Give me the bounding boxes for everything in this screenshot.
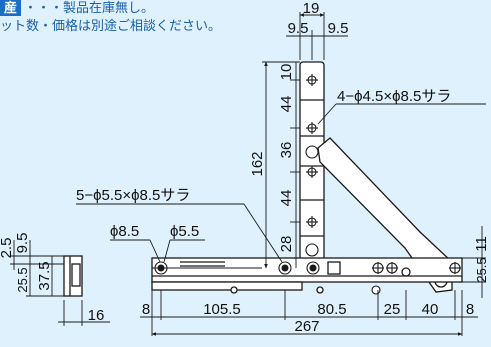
dimension-labels: 19 9.5 9.5 10 44 36 44 28 162 11 25.5 2.…: [0, 0, 490, 335]
callout-holes-lower: 5−ϕ5.5×ϕ8.5サラ: [76, 187, 190, 204]
dimension-lines: [10, 12, 486, 336]
notes-banner: 産・・・製品在庫無し。 ット数・価格は別途ご相談ください。: [0, 0, 300, 34]
dim-v-44a: 44: [278, 96, 295, 113]
dim-side-25-5: 25.5: [15, 267, 30, 292]
dim-top-width: 19: [303, 0, 320, 17]
callout-dia-8-5: ϕ8.5: [110, 223, 139, 240]
stock-tag: 産: [0, 0, 22, 16]
dim-v-10: 10: [278, 64, 295, 81]
dim-b-267: 267: [294, 318, 319, 335]
dim-b-8-left: 8: [142, 301, 150, 318]
dim-side-2-5: 2.5: [0, 238, 15, 259]
note-text-1: ・・・製品在庫無し。: [24, 0, 155, 15]
dim-top-left: 9.5: [288, 20, 309, 37]
note-text-2: ット数・価格は別途ご相談ください。: [0, 18, 222, 33]
vertical-arm: [299, 61, 325, 268]
dim-v-28: 28: [278, 236, 295, 253]
dim-b-105-5: 105.5: [203, 301, 241, 318]
callout-dia-5-5: ϕ5.5: [170, 223, 199, 240]
horizontal-rail: [151, 257, 463, 294]
side-profile: [63, 255, 83, 297]
dim-b-25: 25: [384, 301, 401, 318]
callout-holes-upper: 4−ϕ4.5×ϕ8.5サラ: [337, 88, 451, 105]
dim-top-right: 9.5: [328, 20, 349, 37]
dim-side-9-5: 9.5: [14, 233, 31, 254]
dim-right-11: 11: [473, 236, 490, 252]
dim-side-16: 16: [88, 307, 105, 324]
dim-b-40: 40: [422, 301, 439, 318]
dim-side-37-5: 37.5: [36, 261, 53, 290]
note-line-1: 産・・・製品在庫無し。: [0, 0, 154, 16]
dim-b-80-5: 80.5: [317, 301, 346, 318]
dim-v-36: 36: [278, 142, 295, 159]
dim-right-25-5: 25.5: [474, 257, 489, 282]
dim-b-8-right: 8: [466, 301, 474, 318]
vertical-arm-holes: [305, 74, 319, 257]
dim-v-162: 162: [249, 151, 266, 176]
note-line-2: ット数・価格は別途ご相談ください。: [0, 15, 221, 34]
dim-v-44b: 44: [278, 190, 295, 207]
callout-labels: 4−ϕ4.5×ϕ8.5サラ 5−ϕ5.5×ϕ8.5サラ ϕ8.5 ϕ5.5: [76, 88, 451, 240]
